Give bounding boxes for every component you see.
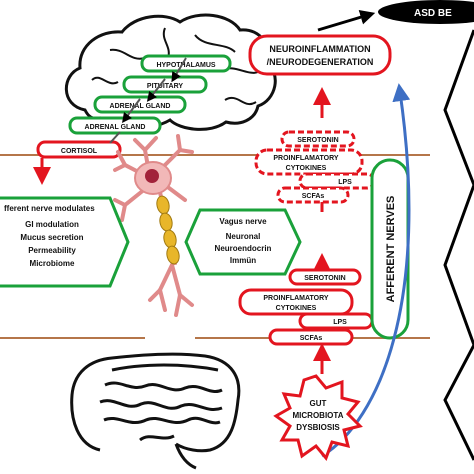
afferent-modulates-item: Permeability xyxy=(28,246,76,255)
hpa-arrow xyxy=(171,57,187,83)
dysbiosis-starburst: GUT MICROBIOTA DYSBIOSIS xyxy=(273,374,363,461)
pituitary-label: PITUITARY xyxy=(147,83,183,90)
neuroinflammation-line1: NEUROINFLAMMATION xyxy=(269,44,370,54)
afferent-modulates-item: Mucus secretion xyxy=(20,233,83,242)
lower-lps-label: LPS xyxy=(333,319,347,326)
intestine-fold xyxy=(111,363,219,372)
neuroinflammation-box: NEUROINFLAMMATION /NEURODEGENERATION xyxy=(248,34,392,76)
asd-header-pill xyxy=(378,0,474,24)
lower-serotonin-box xyxy=(288,268,362,286)
neuron-nucleus xyxy=(145,169,159,183)
vagus-nerve-title: Vagus nerve xyxy=(219,217,267,226)
brain-fold xyxy=(224,97,257,105)
upper-serotonin-label: SEROTONIN xyxy=(297,137,339,144)
brain-fold xyxy=(194,34,236,53)
afferent-modulates-box: fferent nerve modulates GI modulation Mu… xyxy=(0,196,130,288)
dysbiosis-line3: DYSBIOSIS xyxy=(296,423,340,432)
intestine-fold xyxy=(103,416,221,425)
intestine-fold xyxy=(139,434,175,442)
afferent-modulates-item: GI modulation xyxy=(25,220,79,229)
lower-scfas-box xyxy=(268,328,354,346)
adrenal-gland-label-2: ADRENAL GLAND xyxy=(85,124,146,131)
neuron-illustration xyxy=(113,134,194,317)
intestine-icon xyxy=(70,352,241,453)
vagus-nerve-item: Neuroendocrin xyxy=(215,244,272,253)
afferent-modulates-item: Microbiome xyxy=(30,259,75,268)
hpa-axis: HYPOTHALAMUS PITUITARY ADRENAL GLAND ADR… xyxy=(33,54,232,185)
asd-header-label: ASD BE xyxy=(414,8,452,19)
hypothalamus-box xyxy=(140,54,232,73)
upper-cytokines-line1: PROINFLAMATORY xyxy=(273,155,339,162)
intestine-fold xyxy=(174,443,197,470)
vagus-nerve-box: Vagus nerve Neuronal Neuroendocrin Immün xyxy=(184,208,302,276)
vagus-nerve-item: Immün xyxy=(230,256,256,265)
upper-scfas-label: SCFAs xyxy=(302,193,325,200)
lower-molecule-stack: SEROTONIN PROINFLAMATORY CYTOKINES LPS S… xyxy=(238,268,374,346)
adrenal-gland-label-1: ADRENAL GLAND xyxy=(110,103,171,110)
upper-scfas-box xyxy=(276,186,350,204)
pituitary-box xyxy=(122,75,208,94)
cortisol-label: CORTISOL xyxy=(61,148,98,155)
gut-illustration xyxy=(70,352,241,470)
asd-header: ASD BE xyxy=(317,0,474,32)
adrenal-gland-box-1 xyxy=(93,95,187,114)
upper-lps-label: LPS xyxy=(338,179,352,186)
lower-scfas-label: SCFAs xyxy=(300,335,323,342)
upper-cytokines-line2: CYTOKINES xyxy=(286,165,327,172)
brain-fold xyxy=(91,76,119,85)
behaviour-zigzag-panel xyxy=(443,29,474,461)
lower-cytokines-line1: PROINFLAMATORY xyxy=(263,295,329,302)
hpa-arrow xyxy=(146,78,166,102)
dysbiosis-line2: MICROBIOTA xyxy=(293,411,344,420)
afferent-modulates-title: fferent nerve modulates xyxy=(4,204,95,213)
brain-fold xyxy=(109,48,146,60)
lower-serotonin-label: SEROTONIN xyxy=(304,275,346,282)
cortisol-box xyxy=(36,140,122,159)
afferent-nerves-pill: AFFERENT NERVES xyxy=(370,158,410,340)
intestine-fold xyxy=(104,381,223,393)
lower-cytokines-line2: CYTOKINES xyxy=(276,305,317,312)
cortisol-link xyxy=(109,131,121,144)
upper-serotonin-box xyxy=(280,130,356,148)
upper-molecule-stack: SEROTONIN PROINFLAMATORY CYTOKINES LPS S… xyxy=(254,130,376,204)
dysbiosis-line1: GUT xyxy=(310,399,327,408)
hypothalamus-label: HYPOTHALAMUS xyxy=(156,62,215,69)
intestine-fold xyxy=(99,399,223,411)
afferent-nerves-label: AFFERENT NERVES xyxy=(385,196,397,303)
neuroinflammation-line2: /NEURODEGENERATION xyxy=(267,57,374,67)
upper-lps-box xyxy=(298,172,376,190)
vagus-nerve-item: Neuronal xyxy=(226,232,261,241)
lower-cytokines-box xyxy=(238,288,354,316)
asd-arrow xyxy=(317,9,376,32)
adrenal-gland-box-2 xyxy=(68,116,162,135)
hpa-arrow xyxy=(122,98,141,123)
myelin-sheath xyxy=(156,195,180,265)
